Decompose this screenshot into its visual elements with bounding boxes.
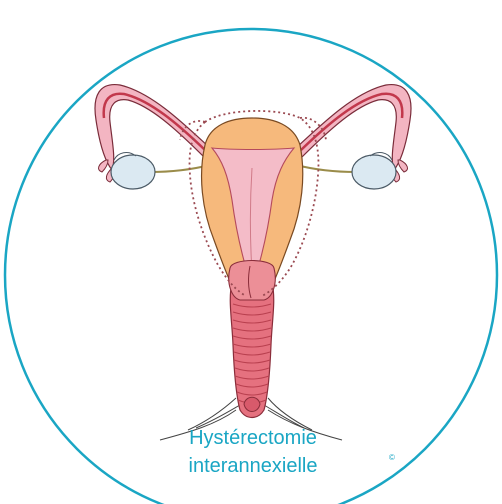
caption-line-1: Hystérectomie xyxy=(150,424,356,452)
caption-line-2: interannexielle xyxy=(150,452,356,480)
copyright-mark: © xyxy=(389,453,395,462)
caption: Hystérectomie interannexielle xyxy=(150,424,356,480)
vagina xyxy=(230,282,273,418)
cervix xyxy=(229,261,276,301)
